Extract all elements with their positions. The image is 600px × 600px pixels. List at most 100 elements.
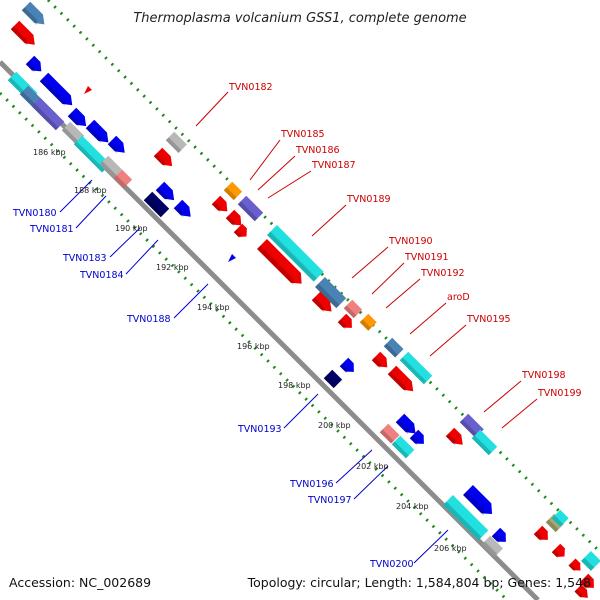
gene-label[interactable]: TVN0185 [280,129,325,140]
gene-arrow[interactable] [67,107,91,131]
gene-arrow-shade [581,557,595,571]
gene-label[interactable]: TVN0182 [228,82,273,93]
gene-arrow[interactable] [143,191,170,218]
callout-line [483,380,522,413]
gene-arrow-shade [237,201,258,222]
gene-arrow-shade [223,187,237,201]
gene-arrow-shade [379,429,394,444]
gene-arrow[interactable] [337,313,356,332]
gene-arrow[interactable] [85,119,113,147]
marker-triangle [84,86,92,94]
gene-arrow-shape [113,169,133,189]
gene-arrow[interactable] [233,223,251,241]
gene-arrow[interactable] [237,195,264,222]
gene-label[interactable]: TVN0186 [295,145,340,156]
gene-arrow[interactable] [343,299,363,319]
gene-arrow[interactable] [323,369,343,389]
gene-arrow[interactable] [359,313,377,331]
gene-label[interactable]: TVN0196 [289,479,334,490]
gene-arrow[interactable] [574,584,591,600]
callout-line [195,91,229,127]
gene-arrow[interactable] [533,525,552,544]
gene-arrow-shade [409,435,419,446]
gene-arrow[interactable] [31,97,65,131]
gene-arrow-shade [311,297,325,313]
gene-arrow[interactable] [581,551,600,571]
gene-arrow[interactable] [61,121,85,145]
gene-arrow[interactable] [155,181,179,205]
gene-arrow-shade [315,283,340,309]
gene-arrow[interactable] [173,199,195,221]
gene-arrow[interactable] [99,155,123,179]
gene-arrow[interactable] [579,573,598,592]
gene-arrow[interactable] [491,527,510,546]
gene-arrow[interactable] [395,413,420,438]
gene-arrow[interactable] [399,351,433,385]
gene-arrow[interactable] [225,209,246,230]
gene-arrow[interactable] [481,535,503,557]
gene-arrow-shape [211,195,228,212]
gene-arrow-shade [545,519,559,533]
gene-arrow-shade [211,201,221,213]
gene-arrow[interactable] [379,423,400,444]
gene-arrow[interactable] [545,513,565,533]
gene-arrow[interactable] [267,225,324,282]
gene-label[interactable]: TVN0189 [346,194,391,205]
gene-label[interactable]: TVN0195 [466,314,511,325]
gene-label[interactable]: TVN0197 [307,495,352,506]
gene-arrow[interactable] [459,413,484,438]
gene-arrow[interactable] [113,169,133,189]
gene-arrow-shape [99,155,123,179]
gene-arrow[interactable] [21,1,49,29]
gene-label[interactable]: TVN0188 [126,314,171,325]
gene-arrow[interactable] [463,485,497,519]
gene-arrow[interactable] [165,131,187,153]
gene-arrow[interactable] [315,277,347,309]
gene-arrow[interactable] [568,558,584,574]
gene-arrow[interactable] [10,20,39,49]
gene-label[interactable]: TVN0190 [388,236,433,247]
gene-arrow-shape [257,239,302,284]
scale-tick-label: 206 kbp [434,544,467,553]
callout-line [249,139,281,181]
gene-arrow[interactable] [443,495,489,541]
gene-label[interactable]: TVN0192 [420,268,465,279]
gene-arrow[interactable] [211,195,232,216]
gene-label[interactable]: TVN0180 [12,208,57,219]
gene-arrow[interactable] [445,427,467,449]
callout-line [429,324,467,357]
gene-label[interactable]: TVN0200 [369,559,414,570]
scale-tick-label: 186 kbp [33,148,66,157]
gene-arrow[interactable] [223,181,243,201]
gene-label[interactable]: TVN0191 [404,252,449,263]
gene-label[interactable]: TVN0181 [29,224,74,235]
gene-arrow[interactable] [339,357,358,376]
gene-arrow[interactable] [551,543,569,561]
gene-label[interactable]: TVN0199 [537,388,582,399]
gene-arrow[interactable] [383,337,404,358]
gene-arrow[interactable] [39,72,77,110]
gene-arrow[interactable] [25,55,46,76]
gene-label[interactable]: TVN0198 [521,370,566,381]
gene-arrow[interactable] [471,429,498,456]
gene-arrow-shape [165,131,187,153]
dotted-track-outer [46,0,600,554]
gene-arrow-shade [343,305,357,319]
gene-arrow[interactable] [257,239,306,288]
scale-tick-label: 202 kbp [356,462,389,471]
gene-arrow[interactable] [371,351,392,372]
gene-label[interactable]: TVN0187 [311,160,356,171]
gene-label[interactable]: TVN0183 [62,253,107,264]
gene-label[interactable]: TVN0184 [79,270,124,281]
gene-arrow[interactable] [391,435,415,459]
gene-arrow[interactable] [107,135,129,157]
gene-arrow[interactable] [409,429,428,448]
gene-arrow[interactable] [387,365,418,396]
gene-label[interactable]: TVN0193 [237,424,282,435]
gene-arrow[interactable] [311,291,336,316]
gene-arrow[interactable] [153,147,177,171]
gene-label[interactable]: aroD [447,292,470,303]
gene-arrow-shape [143,191,170,218]
